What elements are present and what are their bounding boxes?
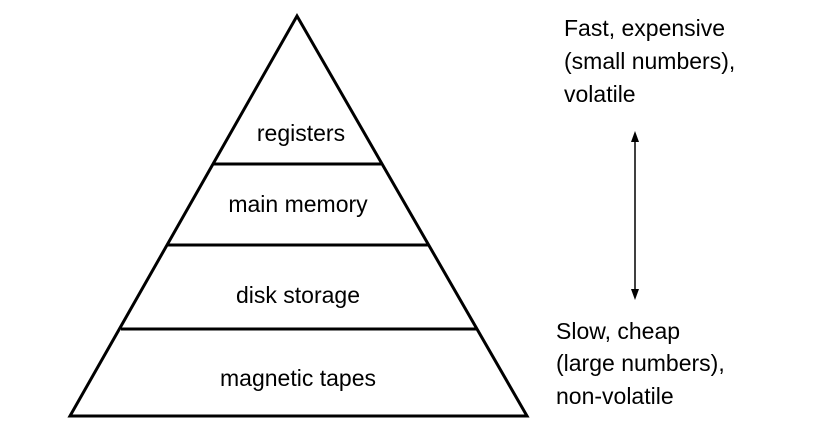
layer-label-magnetic-tapes: magnetic tapes — [220, 365, 376, 391]
bottom-note-line-2: (large numbers), — [556, 350, 725, 376]
top-note-line-2: (small numbers), — [564, 48, 735, 74]
double-arrow-icon — [631, 131, 639, 300]
layer-label-main-memory: main memory — [228, 191, 368, 217]
layer-label-registers: registers — [257, 120, 345, 146]
pyramid-outline — [67, 12, 530, 418]
bottom-note-line-1: Slow, cheap — [556, 318, 680, 344]
layer-label-disk-storage: disk storage — [236, 282, 360, 308]
top-note-line-3: volatile — [564, 81, 636, 107]
bottom-note-line-3: non-volatile — [556, 383, 674, 409]
top-note-line-1: Fast, expensive — [564, 15, 725, 41]
